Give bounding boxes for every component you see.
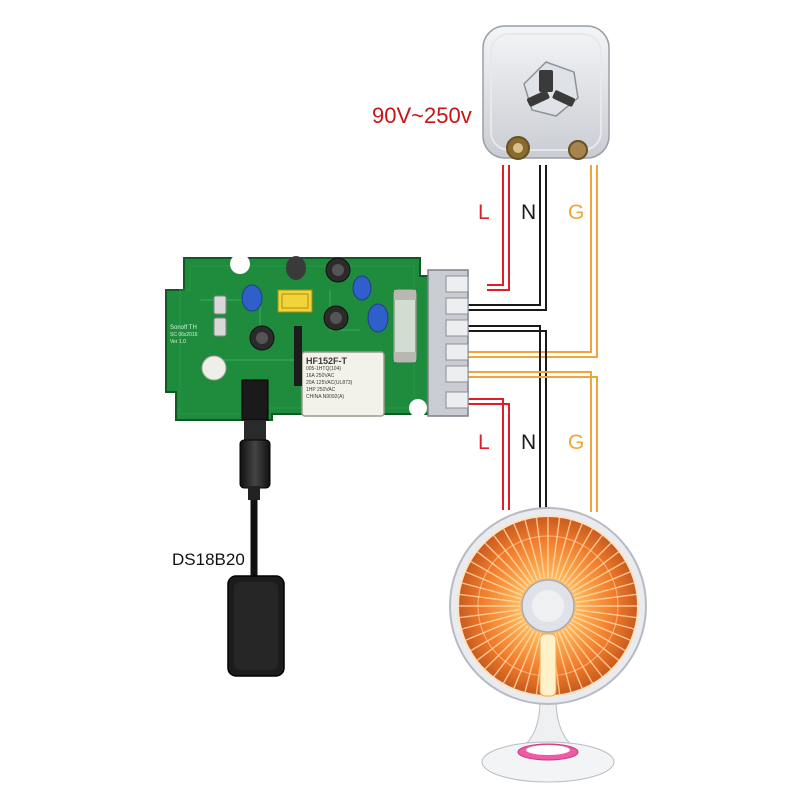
fuse xyxy=(393,289,417,363)
grill-bar xyxy=(465,571,523,596)
terminal-screw-1 xyxy=(445,275,469,293)
grill-bar xyxy=(493,627,532,678)
terminal-block xyxy=(427,269,469,417)
relay-model: HF152F-T xyxy=(306,356,348,366)
supply-voltage-label: 90V~250v xyxy=(372,103,472,128)
relay-line-5: CHINA N9092(A) xyxy=(306,394,345,400)
grill-bar xyxy=(493,534,532,585)
grill-bar xyxy=(573,616,631,641)
grill-bar xyxy=(569,551,620,590)
relay-line-4: 1HP 250VAC xyxy=(306,387,336,393)
grill-bar xyxy=(558,523,583,581)
wire-label-neutral-top: N xyxy=(521,201,537,224)
grill-bar xyxy=(561,528,594,583)
plug-pin-top xyxy=(539,70,553,92)
grill-bar xyxy=(569,622,620,661)
heater-grill xyxy=(459,517,637,695)
grill-bar xyxy=(502,528,535,583)
power-plug xyxy=(482,25,610,160)
relay-line-3: 20A 125VAC(UL873) xyxy=(306,380,353,386)
grill-bar xyxy=(551,517,561,579)
terminal-screw-3 xyxy=(445,319,469,337)
silk-line-3: Ver 1.0 xyxy=(170,339,186,345)
capacitors xyxy=(249,256,351,351)
grill-bar xyxy=(459,609,521,619)
terminal-screw-5 xyxy=(445,365,469,383)
wire-live-supply xyxy=(487,165,510,291)
wire-live-load xyxy=(468,398,510,510)
grill-bar xyxy=(470,560,525,593)
wire-label-ground-bottom: G xyxy=(568,431,585,454)
grill-bar xyxy=(558,631,583,689)
wire-ground-supply xyxy=(468,165,598,358)
grill-bar xyxy=(524,519,542,580)
grill-bar xyxy=(554,632,572,693)
wire-label-neutral-bottom: N xyxy=(521,431,537,454)
terminal-screw-6 xyxy=(445,391,469,409)
grill-bar xyxy=(459,593,521,603)
ds18b20-probe xyxy=(227,575,285,677)
wire-label-live-bottom: L xyxy=(478,431,490,454)
grill-bar xyxy=(461,582,522,600)
grill-bar xyxy=(476,622,527,661)
grill-bar xyxy=(567,542,612,587)
grill-bar xyxy=(513,631,538,689)
grill-bar xyxy=(484,625,529,670)
grill-bar xyxy=(573,571,631,596)
sensor-cable xyxy=(239,420,271,578)
silk-line-2: SC 06x2016 xyxy=(170,332,198,338)
grill-bar xyxy=(575,609,637,619)
wire-ground-load xyxy=(468,371,598,512)
grill-bar xyxy=(470,619,525,652)
grill-bar xyxy=(574,582,635,600)
grill-bar xyxy=(502,629,535,684)
relay-line-2: 16A 250VAC xyxy=(306,373,335,379)
sensor-jack xyxy=(241,379,269,421)
space-heater xyxy=(449,507,647,783)
grill-bar xyxy=(574,612,635,630)
relay-print: HF152F-T 005-1HTQ(104) 16A 250VAC 20A 12… xyxy=(306,356,382,401)
components-misc xyxy=(201,275,389,386)
plug-pin-right xyxy=(552,90,576,107)
wire-label-live-top: L xyxy=(478,201,490,224)
grill-bar xyxy=(476,551,527,590)
grill-bar xyxy=(524,632,542,693)
plug-hole-right xyxy=(568,140,588,160)
wire-neutral-load xyxy=(468,325,547,508)
grill-bar xyxy=(564,534,603,585)
wire-neutral-supply xyxy=(468,165,547,311)
grill-bar xyxy=(575,593,637,603)
grill-bar xyxy=(571,619,626,652)
grill-bar xyxy=(513,523,538,581)
grill-bar xyxy=(465,616,523,641)
terminal-screw-4 xyxy=(445,343,469,361)
terminal-screw-2 xyxy=(445,297,469,315)
grill-bar xyxy=(564,627,603,678)
sensor-label: DS18B20 xyxy=(172,550,245,569)
grill-bar xyxy=(535,517,545,579)
silk-line-1: Sonoff TH xyxy=(170,325,197,331)
grill-bar xyxy=(484,542,529,587)
heater-element xyxy=(539,633,557,697)
board-silkscreen: Sonoff TH SC 06x2016 Ver 1.0 xyxy=(170,324,198,346)
wire-label-ground-top: G xyxy=(568,201,585,224)
grill-bar xyxy=(461,612,522,630)
grill-bar xyxy=(561,629,594,684)
plug-pin-left xyxy=(526,90,550,107)
relay-line-1: 005-1HTQ(104) xyxy=(306,366,342,372)
grill-bar xyxy=(571,560,626,593)
grill-bar xyxy=(554,519,572,580)
grill-bar xyxy=(567,625,612,670)
